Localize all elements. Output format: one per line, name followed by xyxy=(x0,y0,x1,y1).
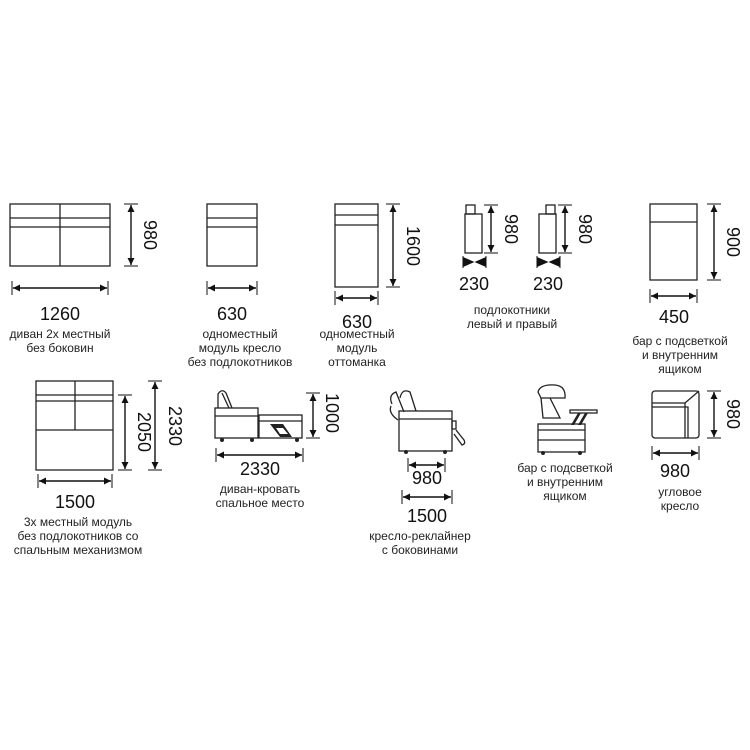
inner-height-label: 2050 xyxy=(134,412,154,452)
width-label: 230 xyxy=(459,274,489,294)
description-line: левый и правый xyxy=(467,317,557,331)
description-line: ящиком xyxy=(658,362,701,376)
width-label: 630 xyxy=(342,312,372,332)
description-line: спальное место xyxy=(216,496,305,510)
armrest-right-drawing xyxy=(538,204,557,254)
ottoman-drawing xyxy=(334,203,379,288)
description-line: модуль xyxy=(337,341,378,355)
description-line: бар с подсветкой xyxy=(632,334,727,348)
description-line: одноместный xyxy=(202,327,277,341)
width-label: 1260 xyxy=(40,304,80,324)
seat-width-label: 980 xyxy=(412,468,442,488)
description-line: модуль кресло xyxy=(199,341,282,355)
sofa-2-seat-drawing xyxy=(9,203,111,267)
height-label: 980 xyxy=(501,214,521,244)
description-line: и внутренним xyxy=(642,348,718,362)
height-label: 1000 xyxy=(322,393,342,433)
description-line: с боковинами xyxy=(382,543,458,557)
armrest-left-drawing xyxy=(464,204,483,254)
description-line: одноместный xyxy=(319,327,394,341)
width-label: 1500 xyxy=(55,492,95,512)
description-line: диван 2х местный xyxy=(10,327,111,341)
corner-chair-drawing xyxy=(651,390,700,439)
description-line: ящиком xyxy=(543,489,586,503)
inward-dimension-arrows xyxy=(463,257,486,267)
description-line: без подлокотников xyxy=(188,355,293,369)
description-line: кресло-реклайнер xyxy=(369,529,471,543)
description-line: оттоманка xyxy=(328,355,386,369)
width-label: 230 xyxy=(533,274,563,294)
single-module-drawing xyxy=(206,203,258,267)
height-label: 980 xyxy=(723,399,743,429)
description-line: без боковин xyxy=(26,341,93,355)
bar-top-drawing xyxy=(649,203,698,281)
sofa-3-seat-module-drawing xyxy=(35,380,114,471)
height-label: 1600 xyxy=(403,226,423,266)
description: диван 2х местный без боковин одноместный… xyxy=(10,303,728,557)
description-line: спальным механизмом xyxy=(14,543,142,557)
bar-side-drawing xyxy=(537,384,598,455)
description-line: диван-кровать xyxy=(220,482,300,496)
width-label: 1500 xyxy=(407,506,447,526)
width-label: 980 xyxy=(660,461,690,481)
description-line: без подлокотников со xyxy=(18,529,139,543)
height-label: 980 xyxy=(140,220,160,250)
width-label: 2330 xyxy=(240,459,280,479)
description-line: угловое xyxy=(658,485,702,499)
description-line: подлокотники xyxy=(474,303,550,317)
height-label: 900 xyxy=(723,227,743,257)
dimension-lines xyxy=(11,203,721,504)
inward-dimension-arrows xyxy=(537,257,560,267)
sofa-bed-drawing xyxy=(214,390,303,442)
width-label: 450 xyxy=(659,307,689,327)
recliner-drawing xyxy=(389,390,466,454)
height-label: 980 xyxy=(575,214,595,244)
description-line: и внутренним xyxy=(527,475,603,489)
description-line: 3х местный модуль xyxy=(24,515,132,529)
height-label: 2330 xyxy=(165,406,185,446)
description-line: бар с подсветкой xyxy=(517,461,612,475)
width-label: 630 xyxy=(217,304,247,324)
description-line: кресло xyxy=(661,499,700,513)
